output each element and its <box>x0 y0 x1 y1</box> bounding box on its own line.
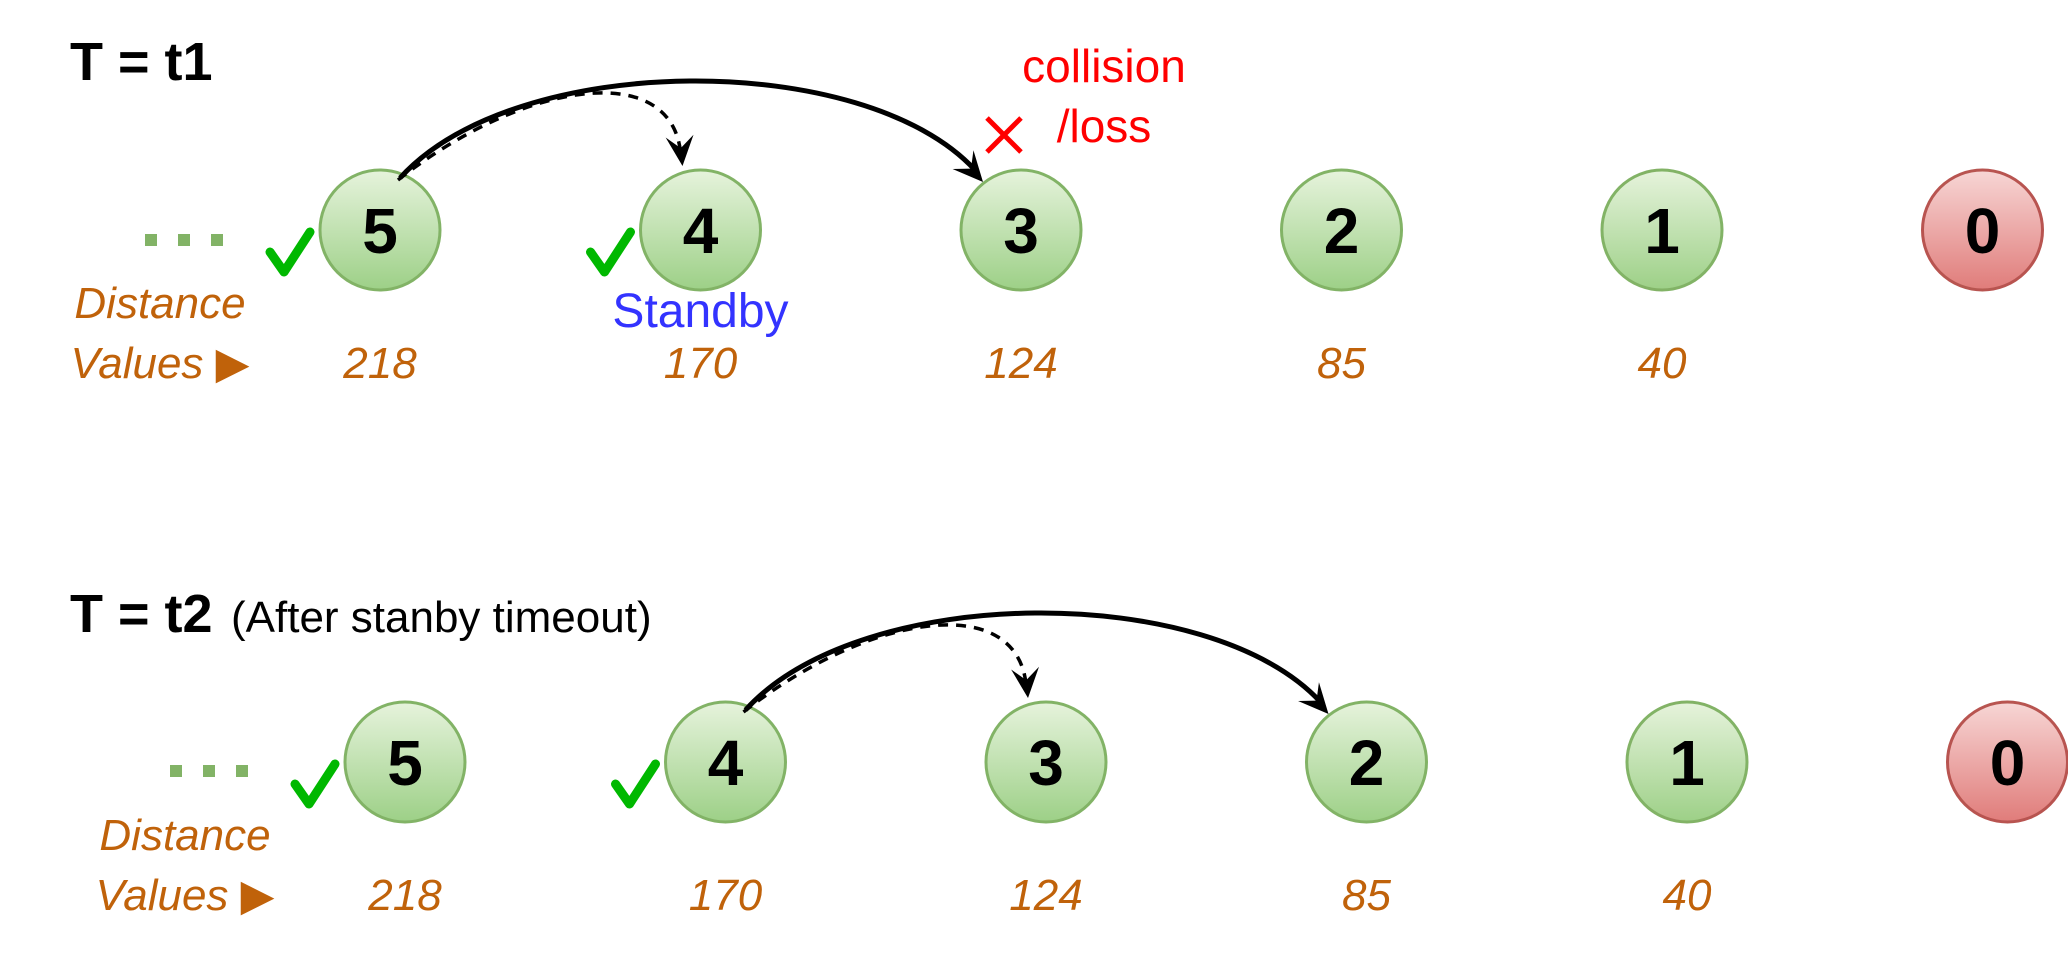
ellipsis-dot <box>203 765 215 777</box>
node-label: 3 <box>1028 727 1064 799</box>
dashed-arrowhead-icon <box>665 134 694 166</box>
check-icon <box>265 227 315 277</box>
collision-x-icon <box>985 116 1023 154</box>
node-3: 3 124 <box>959 168 1083 388</box>
ellipsis-dots <box>145 234 223 246</box>
node-1: 1 40 <box>1625 700 1749 920</box>
legend-values: Values ▶ <box>71 339 250 388</box>
legend-distance: Distance <box>74 279 245 328</box>
distance-value: 218 <box>367 871 442 920</box>
node-circle <box>959 168 1083 292</box>
distance-value: 124 <box>1009 871 1082 920</box>
ellipsis-dot <box>170 765 182 777</box>
dashed-arrowhead-icon <box>1011 666 1040 698</box>
node-circle <box>343 700 467 824</box>
check-icon <box>611 759 660 809</box>
dashed-arrow <box>396 91 683 182</box>
ellipsis-dot <box>145 234 157 246</box>
node-circle <box>664 700 787 824</box>
panel-t1: T = t1 <box>70 32 213 92</box>
solid-arrowhead-icon <box>1298 682 1329 714</box>
legend-distance: Distance <box>99 811 270 860</box>
distance-value: 218 <box>342 339 417 388</box>
distance-value: 170 <box>689 871 763 920</box>
ellipsis-dot <box>211 234 223 246</box>
ellipsis-dot <box>236 765 248 777</box>
distance-value: 124 <box>984 339 1057 388</box>
node-label: 2 <box>1349 727 1385 799</box>
node-circle <box>984 700 1108 824</box>
node-label: 0 <box>1990 727 2026 799</box>
node-label: 4 <box>683 195 719 267</box>
node-circle <box>1280 168 1403 292</box>
node-5: 5 218 <box>290 700 467 920</box>
node-label: 5 <box>362 195 398 267</box>
distance-value: 40 <box>1638 339 1687 388</box>
distance-value: 85 <box>1317 339 1366 388</box>
node-circle <box>639 168 762 292</box>
solid-arrowhead-icon <box>952 150 983 182</box>
collision-label: collision <box>1022 40 1186 92</box>
node-label: 4 <box>708 727 744 799</box>
node-1: 1 40 <box>1600 168 1724 388</box>
solid-arrow <box>398 78 977 180</box>
node-label: 1 <box>1669 727 1705 799</box>
node-4: 4 170 <box>586 168 762 388</box>
loss-label: /loss <box>1057 100 1152 152</box>
node-label: 1 <box>1644 195 1680 267</box>
solid-arrow <box>743 610 1323 712</box>
node-0: 0 <box>1921 168 2044 292</box>
node-label: 5 <box>387 727 423 799</box>
panel-t2: T = t2 (After stanby timeout) <box>70 584 652 644</box>
panel-title-line: T = t2 (After stanby timeout) <box>70 584 652 644</box>
node-circle <box>318 168 442 292</box>
check-icon <box>586 227 635 277</box>
node-circle <box>1305 700 1428 824</box>
distance-value: 170 <box>664 339 738 388</box>
distance-value: 40 <box>1663 871 1712 920</box>
check-icon <box>290 759 340 809</box>
node-4: 4 170 <box>611 700 787 920</box>
distance-value: 85 <box>1342 871 1391 920</box>
sink-node-circle <box>1921 168 2044 292</box>
node-3: 3 124 <box>984 700 1108 920</box>
ellipsis-dot <box>178 234 190 246</box>
node-circle <box>1625 700 1749 824</box>
node-2: 2 85 <box>1305 700 1428 920</box>
ellipsis-dots <box>170 765 248 777</box>
standby-label: Standby <box>612 285 788 338</box>
panel-subtitle: (After stanby timeout) <box>231 593 652 642</box>
dashed-arrow <box>742 623 1028 714</box>
node-label: 0 <box>1965 195 2001 267</box>
node-5: 5 218 <box>265 168 442 388</box>
legend-values: Values ▶ <box>96 871 275 920</box>
panel-title: T = t1 <box>70 32 213 92</box>
node-circle <box>1600 168 1724 292</box>
panel-title: T = t2 <box>70 584 213 644</box>
node-0: 0 <box>1946 700 2068 824</box>
node-label: 3 <box>1003 195 1039 267</box>
node-2: 2 85 <box>1280 168 1403 388</box>
node-label: 2 <box>1324 195 1360 267</box>
